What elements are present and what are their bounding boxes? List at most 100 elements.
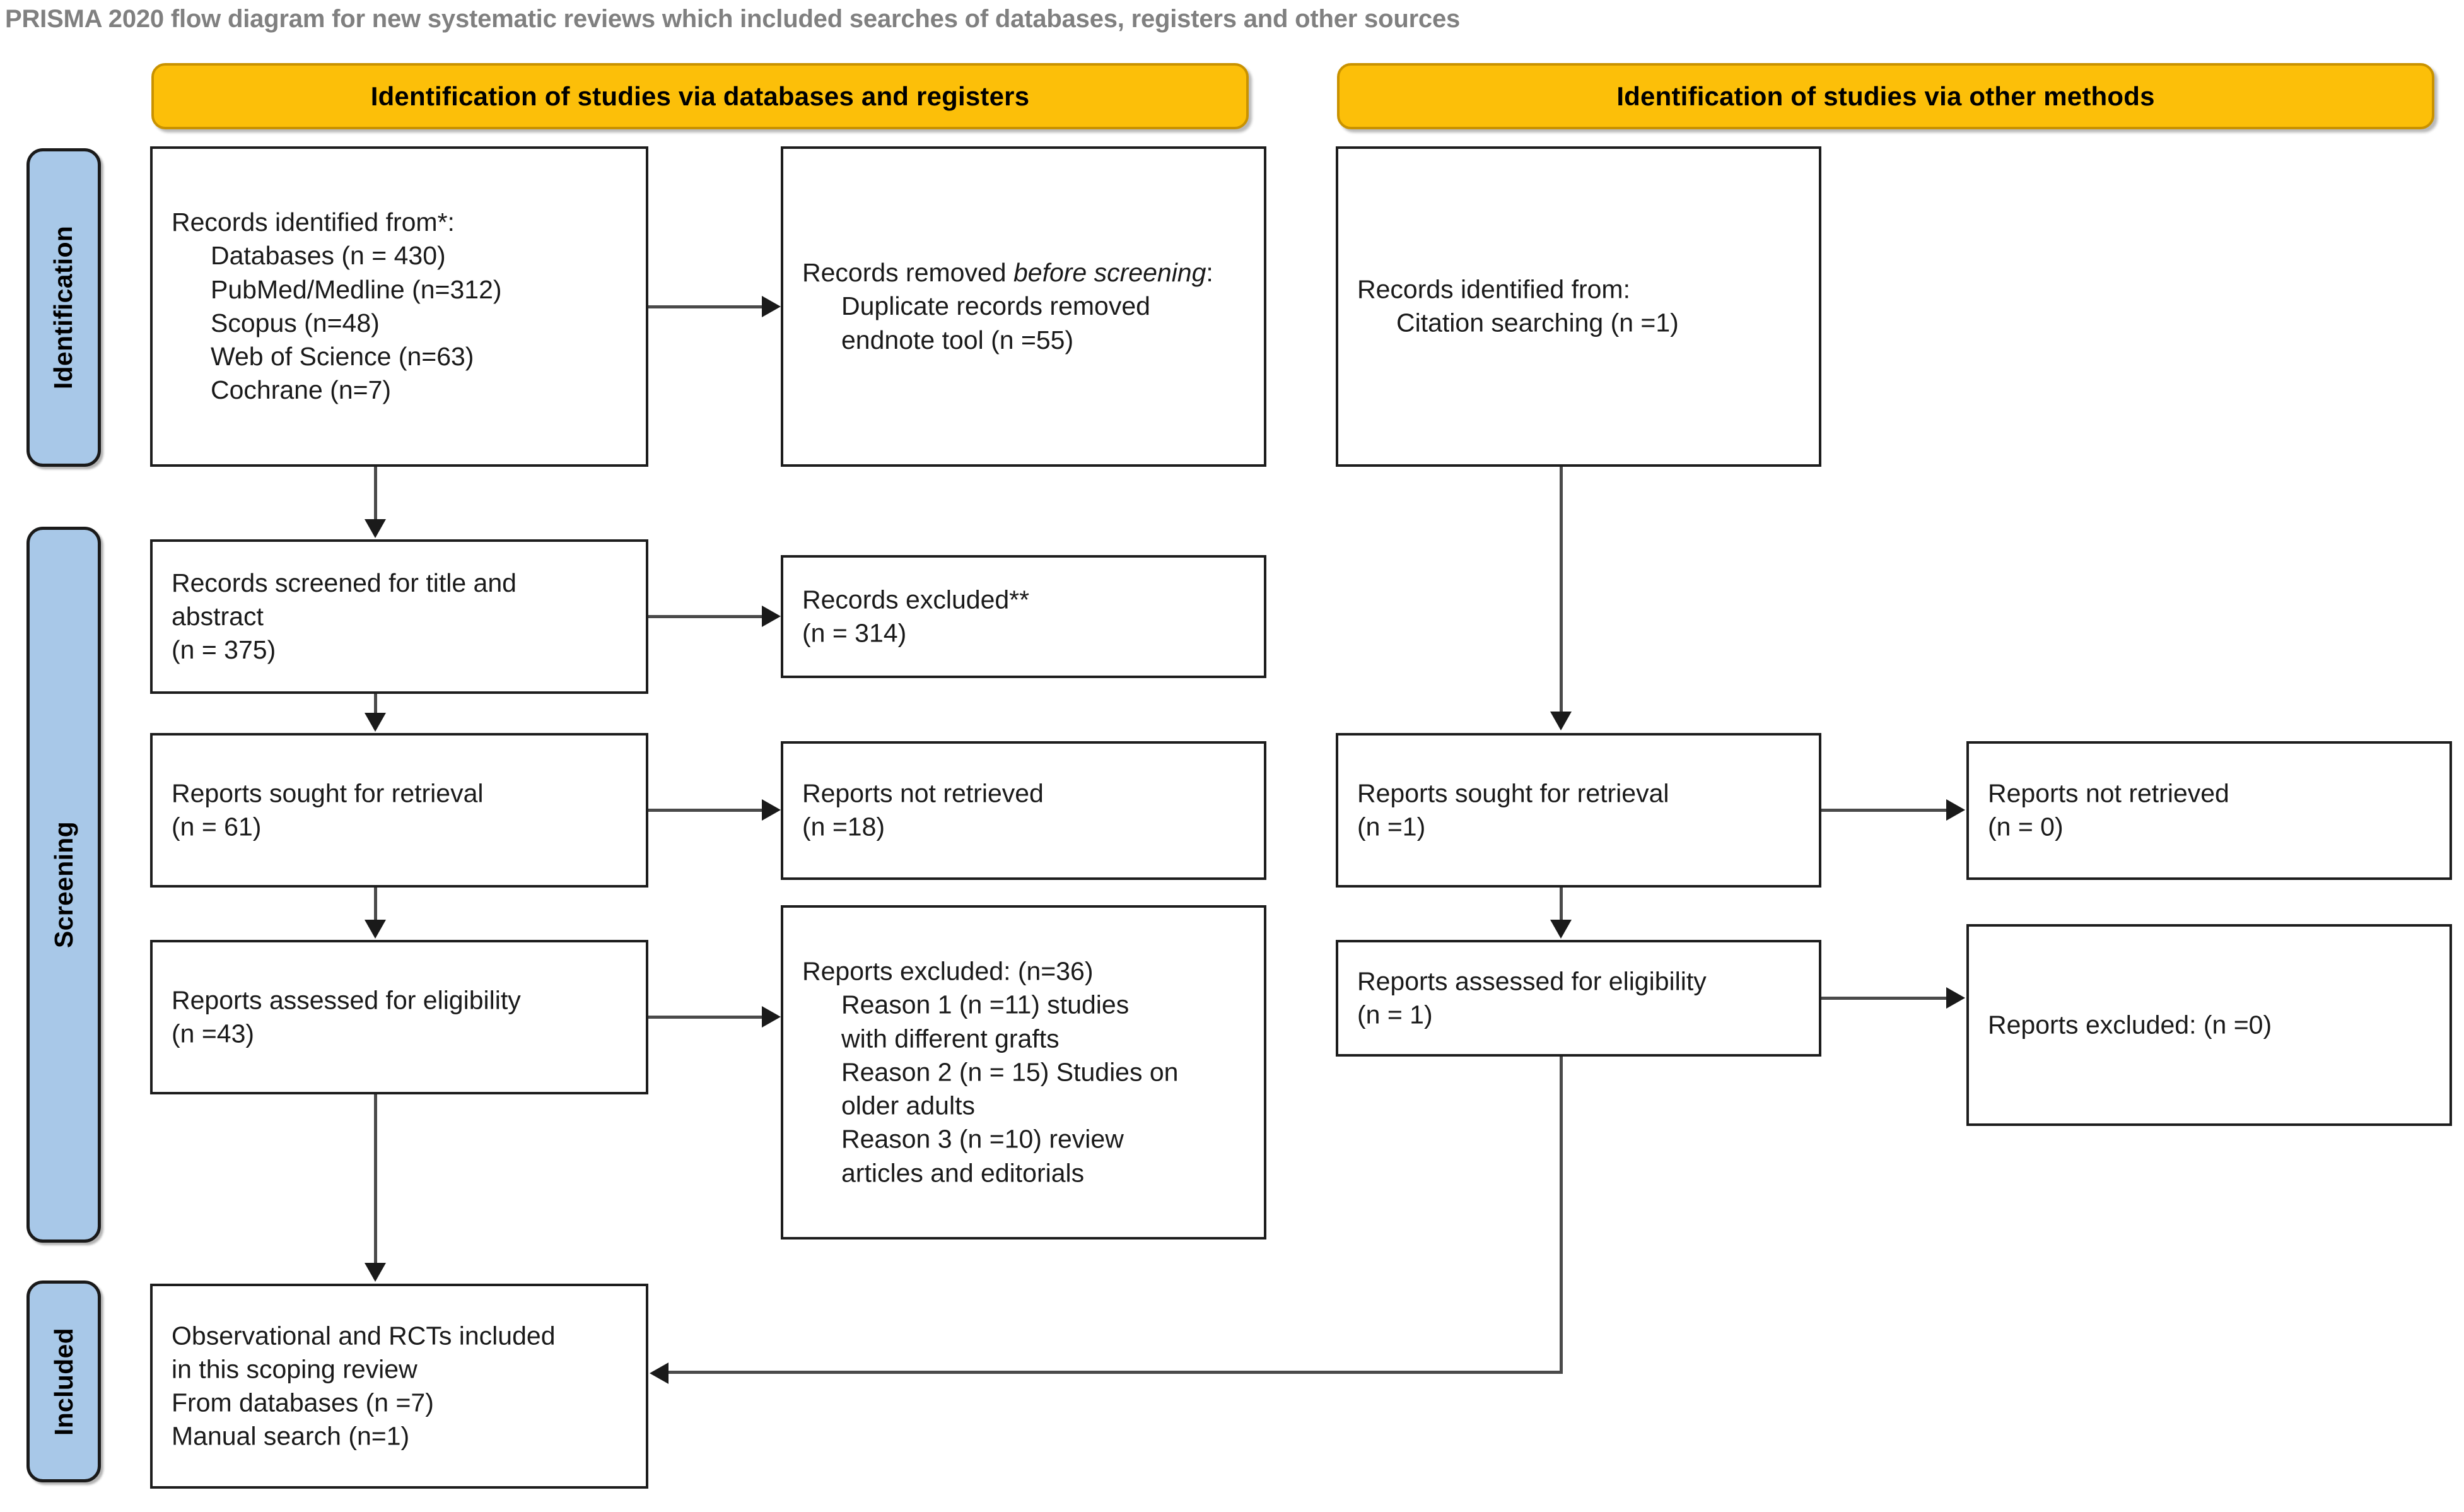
node-reports-not-retrieved-databases-body: Reports not retrieved (n =18) [802,777,1254,845]
reports-excluded-reason-3b: articles and editorials [841,1158,1085,1188]
arrowhead-other-sought-to-assessed [1550,920,1572,939]
node-studies-included-body: Observational and RCTs included in this … [172,1319,636,1453]
reports-assessed-databases-line-2: (n =43) [172,1019,255,1048]
records-removed-line1-pre: Records removed [802,258,1013,288]
connector-other-sought-to-not-retrieved [1821,809,1947,812]
arrowhead-other-sought-to-not-retrieved [1946,799,1965,821]
node-reports-sought-databases-body: Reports sought for retrieval (n = 61) [172,777,636,844]
reports-not-retrieved-other-line-2: (n = 0) [1988,812,2064,841]
title-divider [0,44,1816,46]
studies-included-line-3: From databases (n =7) [172,1388,434,1417]
node-reports-assessed-databases-body: Reports assessed for eligibility (n =43) [172,983,636,1051]
records-screened-line-2: abstract [172,601,264,631]
connector-other-identified-to-sought [1560,467,1563,714]
records-removed-line-1: Records removed before [802,258,1087,287]
arrowhead-identified-to-screened [365,519,386,538]
reports-sought-other-line-2: (n =1) [1357,812,1426,841]
connector-other-assessed-to-excluded [1821,997,1947,1000]
reports-assessed-databases-line-1: Reports assessed for eligibility [172,985,521,1015]
node-reports-excluded-other: Reports excluded: (n =0) [1966,924,2452,1126]
node-reports-not-retrieved-other-body: Reports not retrieved (n = 0) [1988,777,2439,845]
node-records-screened: Records screened for title and abstract … [150,539,648,694]
records-identified-other-item-0: Citation searching (n =1) [1396,308,1679,337]
records-screened-line-1: Records screened for title and [172,568,517,597]
arrowhead-other-assessed-to-excluded [1946,987,1965,1009]
reports-sought-other-line-1: Reports sought for retrieval [1357,778,1669,808]
stage-screening-label: Screening [49,821,78,948]
reports-excluded-reason-2b: older adults [841,1091,975,1120]
node-records-identified-other-body: Records identified from: Citation search… [1357,273,1809,341]
stage-identification-label: Identification [49,225,78,390]
connector-other-assessed-to-included [669,1371,1561,1374]
reports-excluded-reason-2a: Reason 2 (n = 15) Studies on [841,1057,1179,1087]
page-title: PRISMA 2020 flow diagram for new systema… [5,5,1461,33]
connector-other-assessed-down [1560,1057,1563,1374]
node-reports-excluded-reasons-body: Reports excluded: (n=36) Reason 1 (n =11… [802,954,1254,1190]
records-identified-item-0: Databases (n = 430) [211,241,446,271]
studies-included-line-4: Manual search (n=1) [172,1421,410,1451]
connector-screened-to-excluded [648,615,763,618]
reports-not-retrieved-databases-line-1: Reports not retrieved [802,778,1044,808]
node-records-removed-before-screening: Records removed before screening: Duplic… [781,146,1266,467]
reports-not-retrieved-other-line-1: Reports not retrieved [1988,778,2229,808]
studies-included-line-1: Observational and RCTs included [172,1320,556,1350]
connector-sought-to-assessed [374,888,377,922]
reports-not-retrieved-databases-line-2: (n =18) [802,812,885,841]
reports-excluded-reason-1b: with different grafts [841,1024,1060,1053]
column-header-other-methods-label: Identification of studies via other meth… [1616,81,2155,111]
reports-excluded-other-line-1: Reports excluded: (n =0) [1988,1010,2272,1040]
connector-assessed-to-included [374,1094,377,1266]
records-excluded-line-1: Records excluded** [802,585,1030,614]
connector-assessed-to-excluded [648,1016,763,1019]
arrowhead-screened-to-excluded [762,606,781,627]
reports-assessed-other-line-2: (n = 1) [1357,1000,1433,1029]
records-removed-line1-emphasis: before [1013,258,1087,288]
reports-excluded-heading: Reports excluded: (n=36) [802,956,1094,986]
node-reports-assessed-databases: Reports assessed for eligibility (n =43) [150,940,648,1094]
node-reports-excluded-other-body: Reports excluded: (n =0) [1988,1008,2439,1041]
records-removed-line-2: screening: [1094,258,1213,287]
arrowhead-sought-to-not-retrieved [762,799,781,821]
node-reports-not-retrieved-databases: Reports not retrieved (n =18) [781,741,1266,880]
column-header-other-methods: Identification of studies via other meth… [1337,63,2434,129]
records-identified-heading: Records identified from*: [172,208,455,237]
records-identified-other-heading: Records identified from: [1357,274,1630,304]
records-screened-line-3: (n = 375) [172,635,276,665]
records-identified-item-2: Scopus (n=48) [211,308,380,337]
node-reports-assessed-other: Reports assessed for eligibility (n = 1) [1336,940,1821,1057]
arrowhead-other-assessed-to-included [650,1363,669,1384]
reports-assessed-other-line-1: Reports assessed for eligibility [1357,966,1707,996]
records-removed-line2-emphasis: screening [1094,258,1206,288]
reports-excluded-reason-3a: Reason 3 (n =10) review [841,1124,1124,1154]
connector-other-sought-to-assessed [1560,888,1563,922]
reports-excluded-reason-1a: Reason 1 (n =11) studies [841,990,1130,1019]
node-reports-assessed-other-body: Reports assessed for eligibility (n = 1) [1357,964,1809,1032]
column-header-databases-label: Identification of studies via databases … [370,81,1030,111]
records-identified-item-4: Cochrane (n=7) [211,375,392,405]
node-reports-excluded-reasons: Reports excluded: (n=36) Reason 1 (n =11… [781,905,1266,1239]
connector-screened-to-sought [374,694,377,716]
reports-sought-databases-line-2: (n = 61) [172,812,262,841]
stage-included-label: Included [49,1327,78,1436]
arrowhead-assessed-to-included [365,1263,386,1282]
node-reports-not-retrieved-other: Reports not retrieved (n = 0) [1966,741,2452,880]
stage-identification: Identification [26,148,101,467]
reports-sought-databases-line-1: Reports sought for retrieval [172,778,484,808]
column-header-databases: Identification of studies via databases … [151,63,1249,129]
node-records-identified-databases-body: Records identified from*: Databases (n =… [172,206,636,407]
arrowhead-other-identified-to-sought [1550,712,1572,730]
node-records-identified-other: Records identified from: Citation search… [1336,146,1821,467]
records-excluded-line-2: (n = 314) [802,618,907,648]
arrowhead-identified-to-removed [762,296,781,317]
node-records-excluded: Records excluded** (n = 314) [781,555,1266,678]
node-records-removed-body: Records removed before screening: Duplic… [802,256,1254,357]
records-identified-item-1: PubMed/Medline (n=312) [211,274,502,304]
connector-identified-to-screened [374,467,377,522]
node-records-excluded-body: Records excluded** (n = 314) [802,583,1254,650]
node-reports-sought-other-body: Reports sought for retrieval (n =1) [1357,777,1809,844]
node-reports-sought-other: Reports sought for retrieval (n =1) [1336,733,1821,888]
arrowhead-sought-to-assessed [365,920,386,939]
node-records-screened-body: Records screened for title and abstract … [172,566,636,667]
stage-screening: Screening [26,527,101,1243]
node-reports-sought-databases: Reports sought for retrieval (n = 61) [150,733,648,888]
